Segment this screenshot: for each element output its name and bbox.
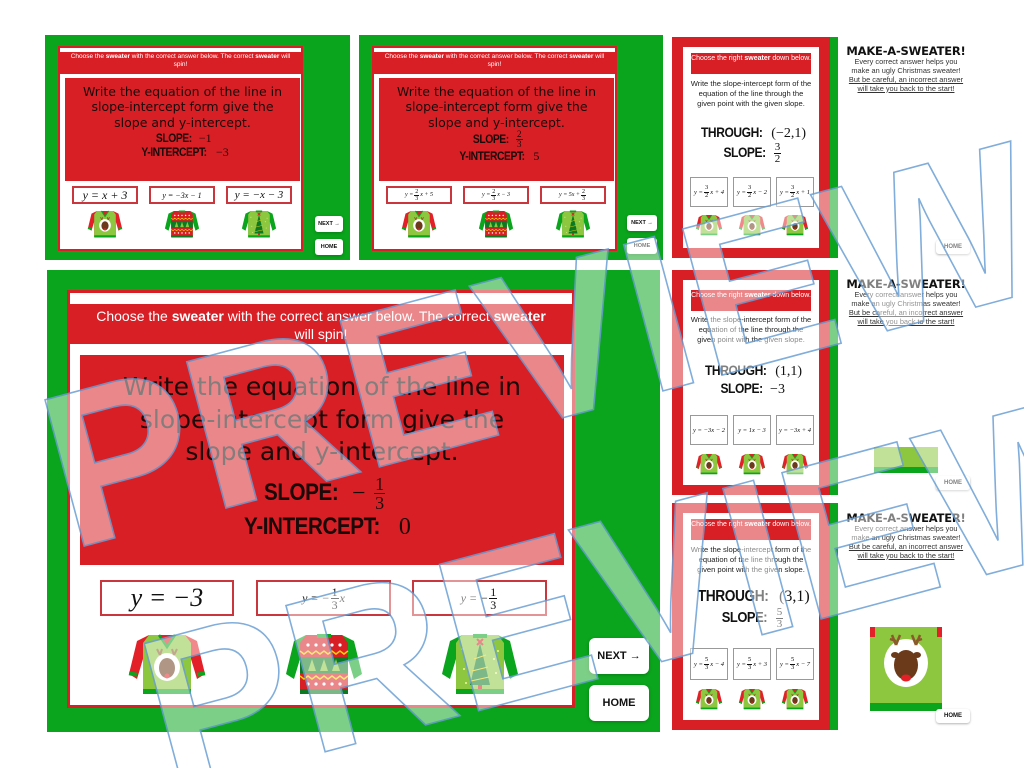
fairisle-sweater-icon[interactable] [478,208,514,240]
card-2-answer-b[interactable]: y = 1x − 3 [733,415,771,445]
fairisle-sweater-icon[interactable] [164,208,200,240]
card-3-through: THROUGH: (3,1) [698,588,810,605]
info-panel-2-warning: But be careful, an incorrect answer will… [848,307,964,326]
info-panel-3-title: MAKE-A-SWEATER! [846,511,966,525]
card-2-through: THROUGH: (1,1) [704,362,803,379]
main-slide-card: Choose the sweater with the correct answ… [67,290,575,708]
slide-2-question-text: Write the equation of the line in slope-… [396,84,597,130]
info-panel-1: MAKE-A-SWEATER! Every correct answer hel… [846,44,966,94]
slide-1-intercept: Y-INTERCEPT: −3 [141,145,229,160]
info-panel-2: MAKE-A-SWEATER! Every correct answer hel… [846,277,966,327]
slide-2-instruction: Choose the sweater with the correct answ… [374,52,615,74]
slide-2-panel: Choose the sweater with the correct answ… [359,35,663,260]
slide-1-next-button[interactable]: NEXT → [315,216,343,232]
info-panel-2-home-button[interactable]: HOME [936,476,970,490]
card-3-inner: Choose the right sweater down below. Wri… [683,513,819,720]
card-3-instruction: Choose the right sweater down below. [691,519,811,540]
slide-2-question-box: Write the equation of the line in slope-… [379,78,614,181]
main-slide-answer-a[interactable]: y = −3 [100,580,234,616]
tree-sweater-icon[interactable] [440,629,520,699]
slide-2-card: Choose the sweater with the correct answ… [372,46,617,251]
slide-1-question-box: Write the equation of the line in slope-… [65,78,300,181]
info-panel-1-title: MAKE-A-SWEATER! [846,44,966,58]
slide-1-answer-a[interactable]: y = x + 3 [72,186,138,204]
info-panel-1-line: Every correct answer helps you make an u… [851,57,961,75]
slide-2-intercept: Y-INTERCEPT: 5 [458,148,540,163]
info-panel-1-home-button[interactable]: HOME [936,240,970,254]
info-panel-3-home-button[interactable]: HOME [936,709,970,723]
slide-1-question-text: Write the equation of the line in slope-… [82,84,283,130]
card-2-slope: SLOPE: −3 [720,380,785,397]
reindeer-sweater-icon[interactable] [738,452,766,476]
reindeer-sweater-icon[interactable] [781,213,809,237]
main-slide-intercept: Y-INTERCEPT: 0 [244,512,411,540]
info-panel-3-warning: But be careful, an incorrect answer will… [848,541,964,560]
info-panel-3-line: Every correct answer helps you make an u… [851,524,961,542]
main-slide-home-button[interactable]: HOME [589,685,649,721]
card-2-prompt: Write the slope-intercept form of the eq… [690,315,812,344]
main-slide-next-button[interactable]: NEXT → [589,638,649,674]
reindeer-sweater-icon[interactable] [401,208,437,240]
card-1-instruction: Choose the right sweater down below. [691,53,811,74]
slide-2-home-button[interactable]: HOME [627,238,657,254]
reindeer-sweater-icon[interactable] [738,687,766,711]
reindeer-sweater-icon[interactable] [781,687,809,711]
info-panel-3: MAKE-A-SWEATER! Every correct answer hel… [846,511,966,561]
info-panel-2-line: Every correct answer helps you make an u… [851,290,961,308]
main-slide-question-box: Write the equation of the line in slope-… [80,355,564,565]
card-2-inner: Choose the right sweater down below. Wri… [683,280,819,485]
main-slide-panel: Choose the sweater with the correct answ… [47,270,660,732]
info-panel-1-warning: But be careful, an incorrect answer will… [848,74,964,93]
card-1: Choose the right sweater down below. Wri… [672,37,842,258]
slide-2-next-button[interactable]: NEXT → [627,215,657,231]
card-2: Choose the right sweater down below. Wri… [672,270,842,495]
info-panel-2-title: MAKE-A-SWEATER! [846,277,966,291]
slide-1-slope: SLOPE: −1 [156,130,212,145]
tree-sweater-icon[interactable] [555,208,591,240]
card-2-instruction: Choose the right sweater down below. [691,290,811,311]
card-1-inner: Choose the right sweater down below. Wri… [683,47,819,248]
slide-1-home-button[interactable]: HOME [315,239,343,255]
card-1-prompt: Write the slope-intercept form of the eq… [690,79,812,108]
slide-1-answer-c[interactable]: y = −x − 3 [226,186,292,204]
card-2-answer-a[interactable]: y = −3x − 2 [690,415,728,445]
sweater-progress-reindeer-icon [870,627,942,711]
slide-1-panel: Choose the sweater with the correct answ… [45,35,350,260]
sweater-progress-hem [874,447,938,473]
tree-sweater-icon[interactable] [241,208,277,240]
card-1-through: THROUGH: (−2,1) [700,124,807,141]
slide-1-instruction: Choose the sweater with the correct answ… [60,52,301,74]
card-2-answer-c[interactable]: y = −3x + 4 [776,415,814,445]
main-slide-instruction: Choose the sweater with the correct answ… [70,304,572,344]
card-3-prompt: Write the slope-intercept form of the eq… [690,545,812,574]
main-slide-question-text: Write the equation of the line in slope-… [122,372,522,466]
reindeer-sweater-icon[interactable] [781,452,809,476]
fairisle-sweater-icon[interactable] [284,629,364,699]
reindeer-sweater-icon[interactable] [695,213,723,237]
reindeer-sweater-icon[interactable] [127,629,207,699]
reindeer-sweater-icon[interactable] [695,687,723,711]
card-3: Choose the right sweater down below. Wri… [672,503,842,730]
reindeer-sweater-icon[interactable] [738,213,766,237]
reindeer-sweater-icon[interactable] [695,452,723,476]
slide-1-card: Choose the sweater with the correct answ… [58,46,303,251]
slide-1-answer-b[interactable]: y = −3x − 1 [149,186,215,204]
reindeer-sweater-icon[interactable] [87,208,123,240]
